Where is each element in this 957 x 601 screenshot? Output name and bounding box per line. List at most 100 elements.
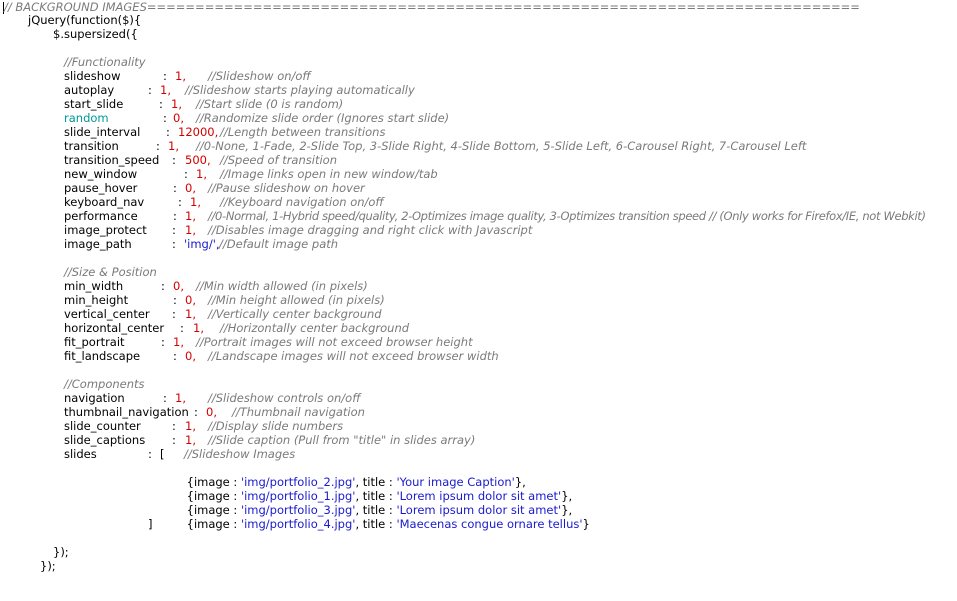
option-comment: //Slide caption (Pull from "title" in sl… xyxy=(208,433,476,447)
code-line: $.supersized({ xyxy=(0,27,138,41)
code-line: ] xyxy=(0,517,153,531)
option-value: 1, xyxy=(175,69,186,83)
option-comment: //Length between transitions xyxy=(220,125,386,139)
option-key: autoplay xyxy=(64,83,115,97)
code-line: //Functionality xyxy=(0,55,146,69)
text-cursor xyxy=(3,2,4,14)
colon: : xyxy=(148,83,152,97)
option-key: thumbnail_navigation xyxy=(64,405,189,419)
option-line-transition: transition : 1, //0-None, 1-Fade, 2-Slid… xyxy=(0,139,806,153)
slide-entry: {image : 'img/portfolio_2.jpg', title : … xyxy=(172,461,526,489)
option-comment: //Slideshow controls on/off xyxy=(208,391,361,405)
jquery-close: }); xyxy=(40,559,56,573)
option-key: image_path xyxy=(64,237,132,251)
option-value: 0, xyxy=(206,405,217,419)
option-value: 1, xyxy=(175,391,186,405)
option-value: 500, xyxy=(185,153,211,167)
option-value: 12000, xyxy=(178,125,219,139)
colon: : xyxy=(172,223,176,237)
option-line-performance: performance : 1, //0-Normal, 1-Hybrid sp… xyxy=(0,209,926,223)
code-line: jQuery(function($){ xyxy=(0,13,141,27)
option-line-navigation: navigation : 1, //Slideshow controls on/… xyxy=(0,391,361,405)
option-value: 1, xyxy=(185,209,196,223)
option-value: 0, xyxy=(173,111,184,125)
colon: : xyxy=(173,293,177,307)
option-value: 1, xyxy=(190,195,201,209)
option-line-slide-interval: slide_interval : 12000, //Length between… xyxy=(0,125,385,139)
supersized-close: }); xyxy=(53,545,69,559)
code-line: }); xyxy=(0,545,69,559)
option-key: new_window xyxy=(64,167,138,181)
option-key: slide_captions xyxy=(64,433,146,447)
option-comment: //0-Normal, 1-Hybrid speed/quality, 2-Op… xyxy=(208,209,926,223)
jquery-open: jQuery(function($){ xyxy=(28,13,142,27)
option-comment: //0-None, 1-Fade, 2-Slide Top, 3-Slide R… xyxy=(196,139,807,153)
colon: : xyxy=(161,335,165,349)
slide-image-path: 'img/portfolio_2.jpg' xyxy=(240,475,356,489)
colon: : xyxy=(173,181,177,195)
option-key: horizontal_center xyxy=(64,321,165,335)
slide-entry: {image : 'img/portfolio_3.jpg', title : … xyxy=(172,489,573,517)
slides-close: ] xyxy=(148,517,153,531)
code-editor[interactable]: // BACKGROUND IMAGES====================… xyxy=(0,0,957,577)
slide-entry: {image : 'img/portfolio_1.jpg', title : … xyxy=(172,475,573,503)
slide-image-path: 'img/portfolio_4.jpg' xyxy=(240,517,356,531)
option-key: keyboard_nav xyxy=(64,195,145,209)
code-line: // BACKGROUND IMAGES====================… xyxy=(0,0,860,14)
slide-title: 'Maecenas congue ornare tellus' xyxy=(396,517,583,531)
colon: : xyxy=(172,153,176,167)
option-key: performance xyxy=(64,209,138,223)
option-value: 1, xyxy=(171,97,182,111)
option-comment: //Horizontally center background xyxy=(220,321,410,335)
colon: : xyxy=(172,433,176,447)
option-line-slideshow: slideshow : 1, //Slideshow on/off xyxy=(0,69,311,83)
option-line-start-slide: start_slide : 1, //Start slide (0 is ran… xyxy=(0,97,343,111)
section-comment-size-position: //Size & Position xyxy=(64,265,157,279)
slide-prefix: {image : xyxy=(186,503,241,517)
slide-suffix: }, xyxy=(561,489,573,503)
colon: : xyxy=(163,111,167,125)
option-comment: //Min width allowed (in pixels) xyxy=(196,279,368,293)
slide-prefix: {image : xyxy=(186,517,241,531)
colon: : xyxy=(156,139,160,153)
code-line: //Size & Position xyxy=(0,265,157,279)
option-comment: //Portrait images will not exceed browse… xyxy=(196,335,473,349)
slide-title-key: , title : xyxy=(355,503,397,517)
option-comment: //Disables image dragging and right clic… xyxy=(208,223,533,237)
option-comment: //Randomize slide order (Ignores start s… xyxy=(196,111,450,125)
code-line: //Components xyxy=(0,377,145,391)
option-comment: //Landscape images will not exceed brows… xyxy=(208,349,499,363)
option-line-vertical-center: vertical_center : 1, //Vertically center… xyxy=(0,307,382,321)
colon: : xyxy=(163,391,167,405)
colon: : xyxy=(184,167,188,181)
option-key: transition_speed xyxy=(64,153,160,167)
option-line-fit-portrait: fit_portrait : 1, //Portrait images will… xyxy=(0,335,473,349)
option-value: 1, xyxy=(185,419,196,433)
slide-title: 'Lorem ipsum dolor sit amet' xyxy=(396,503,562,517)
option-comment: //Display slide numbers xyxy=(208,419,344,433)
option-value: 0, xyxy=(173,279,184,293)
option-key: start_slide xyxy=(64,97,124,111)
option-line-pause-hover: pause_hover : 0, //Pause slideshow on ho… xyxy=(0,181,365,195)
colon: : xyxy=(148,447,152,461)
slide-title-key: , title : xyxy=(355,489,397,503)
colon: : xyxy=(159,97,163,111)
supersized-open: $.supersized({ xyxy=(53,27,138,41)
option-comment: //Speed of transition xyxy=(220,153,337,167)
slide-suffix: }, xyxy=(561,503,573,517)
option-comment: //Image links open in new window/tab xyxy=(220,167,438,181)
option-key: transition xyxy=(64,139,119,153)
colon: : xyxy=(161,279,165,293)
option-key: pause_hover xyxy=(64,181,138,195)
colon: : xyxy=(172,237,176,251)
slide-suffix: } xyxy=(582,517,590,531)
option-comment: //Slideshow on/off xyxy=(208,69,311,83)
option-comment: //Pause slideshow on hover xyxy=(208,181,365,195)
slide-title-key: , title : xyxy=(355,475,397,489)
slide-prefix: {image : xyxy=(186,489,241,503)
colon: : xyxy=(172,419,176,433)
slide-prefix: {image : xyxy=(186,475,241,489)
option-line-random: random : 0, //Randomize slide order (Ign… xyxy=(0,111,449,125)
colon: : xyxy=(172,307,176,321)
option-line-transition-speed: transition_speed : 500, //Speed of trans… xyxy=(0,153,337,167)
